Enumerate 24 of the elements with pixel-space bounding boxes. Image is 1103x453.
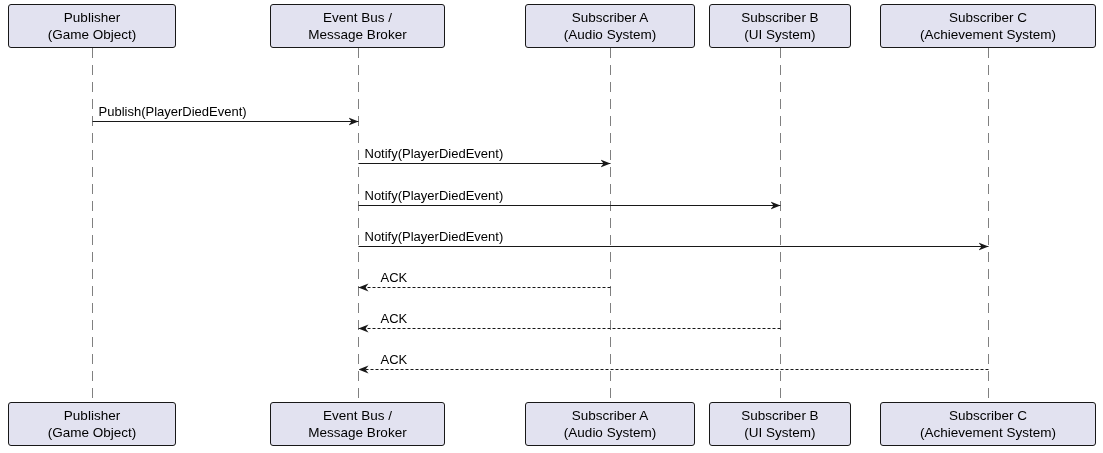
return-arrow bbox=[358, 283, 611, 292]
message-arrow bbox=[358, 159, 611, 168]
participant-box: Event Bus / Message Broker bbox=[270, 402, 445, 446]
message-label: Notify(PlayerDiedEvent) bbox=[364, 228, 504, 244]
return-arrow bbox=[358, 365, 989, 374]
participant-box: Subscriber A (Audio System) bbox=[525, 402, 695, 446]
message-label: ACK bbox=[380, 310, 408, 326]
message-arrow bbox=[92, 117, 359, 126]
message-label: Publish(PlayerDiedEvent) bbox=[98, 103, 247, 119]
participant-box: Subscriber C (Achievement System) bbox=[880, 402, 1096, 446]
participant-box: Publisher (Game Object) bbox=[8, 402, 176, 446]
participant-box: Subscriber A (Audio System) bbox=[525, 4, 695, 48]
participant-box: Publisher (Game Object) bbox=[8, 4, 176, 48]
message-label: ACK bbox=[380, 269, 408, 285]
message-label: ACK bbox=[380, 351, 408, 367]
participant-box: Event Bus / Message Broker bbox=[270, 4, 445, 48]
participant-box: Subscriber C (Achievement System) bbox=[880, 4, 1096, 48]
message-label: Notify(PlayerDiedEvent) bbox=[364, 145, 504, 161]
participant-box: Subscriber B (UI System) bbox=[709, 402, 851, 446]
message-label: Notify(PlayerDiedEvent) bbox=[364, 187, 504, 203]
message-arrow bbox=[358, 201, 781, 210]
message-arrow bbox=[358, 242, 989, 251]
return-arrow bbox=[358, 324, 781, 333]
participant-box: Subscriber B (UI System) bbox=[709, 4, 851, 48]
